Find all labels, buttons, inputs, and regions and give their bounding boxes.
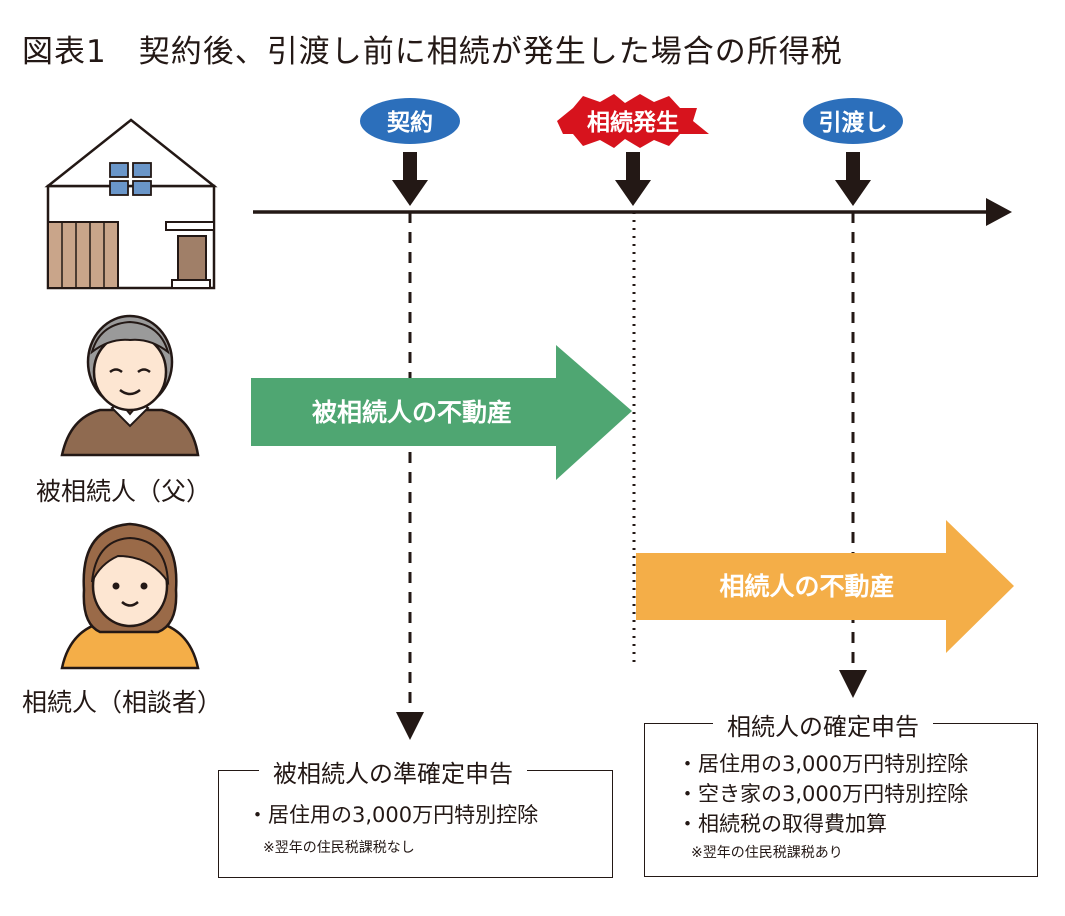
- decedent-property-label: 被相続人の不動産: [312, 398, 512, 427]
- decedent-filing-box: 被相続人の準確定申告 ・居住用の3,000万円特別控除 ※翌年の住民税課税なし: [218, 754, 613, 878]
- event-contract-badge: [360, 98, 460, 144]
- event-contract-label: 契約: [386, 109, 433, 136]
- heir-property-arrow: 相続人の不動産: [636, 520, 1014, 653]
- heir-avatar: [60, 522, 200, 670]
- decedent-property-arrow: 被相続人の不動産: [251, 345, 632, 480]
- contract-down-arrow: [396, 712, 424, 740]
- heir-filing-title: 相続人の確定申告: [713, 707, 933, 742]
- heir-filing-note: ※翌年の住民税課税あり: [691, 845, 843, 861]
- heir-filing-item: ・空き家の3,000万円特別控除: [677, 782, 969, 806]
- heir-label: 相続人（相談者）: [22, 688, 223, 717]
- decedent-filing-note: ※翌年の住民税課税なし: [263, 840, 415, 856]
- event-handover-badge: [803, 98, 903, 144]
- heir-filing-item: ・居住用の3,000万円特別控除: [677, 752, 969, 776]
- heir-property-label: 相続人の不動産: [719, 572, 894, 601]
- timeline-arrowhead: [986, 198, 1012, 226]
- decedent-property-shape: [251, 345, 632, 480]
- heir-filing-box: 相続人の確定申告 ・居住用の3,000万円特別控除 ・空き家の3,000万円特別…: [644, 707, 1038, 877]
- decedent-avatar: [60, 314, 200, 457]
- house-illustration: [44, 118, 218, 290]
- event-handover-label: 引渡し: [819, 109, 888, 136]
- decedent-filing-title: 被相続人の準確定申告: [259, 754, 527, 789]
- heir-filing-item: ・相続税の取得費加算: [677, 812, 887, 836]
- decedent-filing-item: ・居住用の3,000万円特別控除: [247, 803, 539, 827]
- decedent-label: 被相続人（父）: [36, 477, 212, 506]
- handover-down-arrow: [839, 670, 867, 698]
- event-inheritance: 相続発生: [557, 94, 709, 668]
- event-contract: 契約: [360, 98, 460, 740]
- event-inheritance-label: 相続発生: [587, 109, 679, 136]
- event-inheritance-badge: [557, 94, 709, 148]
- heir-property-shape: [636, 520, 1014, 653]
- page-title: 図表1 契約後、引渡し前に相続が発生した場合の所得税: [22, 34, 843, 70]
